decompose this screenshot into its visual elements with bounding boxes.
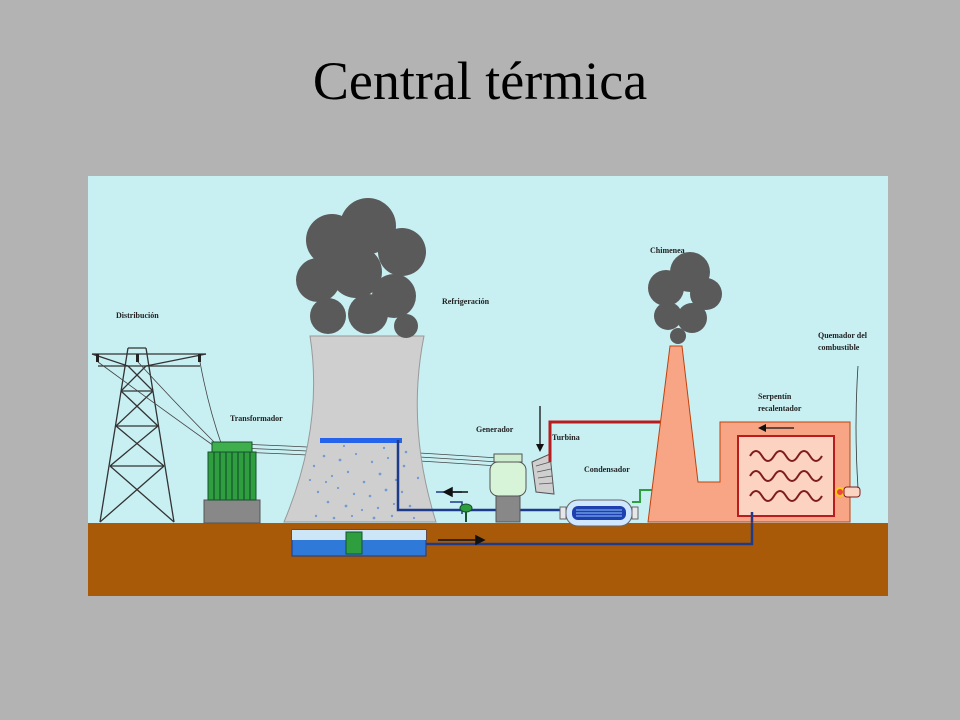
superheater-coil xyxy=(737,424,835,517)
label-serpentin-line-2: recalentador xyxy=(758,404,802,413)
label-condensador: Condensador xyxy=(584,465,630,474)
turbine xyxy=(531,406,555,495)
fuel-burner xyxy=(835,365,861,498)
label-quemador-line-2: combustible xyxy=(818,343,860,352)
label-turbina: Turbina xyxy=(552,433,580,442)
distribution-tower xyxy=(91,347,207,523)
spray-bar xyxy=(320,438,402,443)
water-spray xyxy=(308,444,420,520)
label-serpentin-line-1: Serpentín xyxy=(758,392,792,401)
slide-title: Central térmica xyxy=(312,51,648,111)
label-refrigeracion: Refrigeración xyxy=(442,297,490,306)
ground xyxy=(88,523,888,596)
label-transformador: Transformador xyxy=(230,414,283,423)
cooling-pump xyxy=(345,531,363,555)
label-quemador-line-1: Quemador del xyxy=(818,331,868,340)
thermal-plant-diagram: Distribución Transformador Refrigeración… xyxy=(88,176,888,596)
label-chimenea: Chimenea xyxy=(650,246,685,255)
flow-arrows xyxy=(438,486,486,546)
feed-pump xyxy=(459,503,473,522)
label-generador: Generador xyxy=(476,425,514,434)
label-distribucion: Distribución xyxy=(116,311,159,320)
transformer xyxy=(203,441,261,524)
cooling-tower-smoke xyxy=(296,198,426,338)
insulators xyxy=(96,354,201,362)
chimney-smoke xyxy=(648,252,722,344)
condenser xyxy=(559,499,639,527)
diagram-canvas: Distribución Transformador Refrigeración… xyxy=(88,176,888,596)
generator xyxy=(489,453,527,523)
